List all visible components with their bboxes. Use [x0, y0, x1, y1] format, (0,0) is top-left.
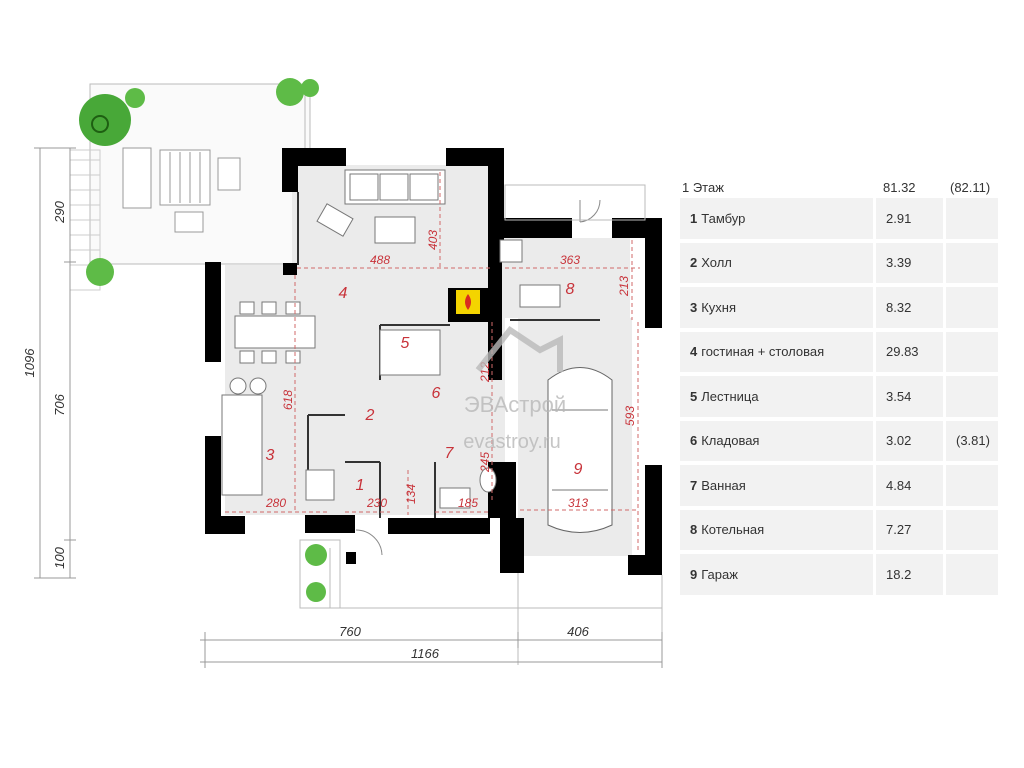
room-area-ext: (3.81)	[946, 420, 998, 461]
room-area: 4.84	[876, 465, 943, 506]
dim-313: 313	[568, 496, 588, 510]
room-number: 1	[356, 477, 365, 494]
dim-185: 185	[458, 496, 478, 510]
dim-bottom: 100	[52, 546, 67, 568]
room-name: Ванная	[701, 477, 746, 493]
room-name: Кладовая	[701, 433, 760, 449]
room-name: Котельная	[701, 522, 765, 538]
dim-right-width: 406	[567, 624, 589, 639]
room-area: 3.39	[876, 242, 943, 283]
room-number: 9	[574, 461, 583, 478]
room-area: 29.83	[876, 331, 943, 372]
dim-488: 488	[370, 253, 390, 267]
floor-total-ext: (82.11)	[950, 179, 991, 195]
area-table-header: 1 Этаж 81.32 (82.11)	[680, 176, 1003, 198]
dim-363: 363	[560, 253, 580, 267]
dim-280: 280	[265, 496, 286, 510]
fireplace-icon	[456, 290, 480, 314]
room-area-ext	[946, 242, 998, 283]
room-area: 2.91	[876, 198, 943, 239]
dim-245: 245	[478, 452, 492, 473]
room-number: 3	[266, 447, 275, 464]
watermark-site: evastroy.ru	[463, 431, 560, 453]
dim-230: 230	[366, 496, 387, 510]
room-num: 7	[690, 477, 698, 493]
room-area: 3.02	[876, 420, 943, 461]
room-num: 8	[690, 522, 698, 538]
room-area-ext	[946, 331, 998, 372]
room-area-ext	[946, 554, 998, 595]
dim-213: 213	[617, 276, 631, 297]
room-area: 8.32	[876, 287, 943, 328]
room-num: 3	[690, 299, 698, 315]
watermark-brand: ЭВАстрой	[464, 392, 566, 417]
room-num: 6	[690, 433, 698, 449]
room-area-ext	[946, 465, 998, 506]
dimension-lines	[34, 147, 663, 668]
dim-593: 593	[623, 406, 637, 426]
room-area-ext	[946, 376, 998, 417]
dim-top: 290	[52, 200, 67, 223]
room-num: 2	[690, 255, 698, 271]
walls	[205, 148, 662, 575]
room-name: Лестница	[701, 388, 759, 404]
room-area: 7.27	[876, 509, 943, 550]
room-area-ext	[946, 198, 998, 239]
room-num: 5	[690, 388, 698, 404]
room-name: Холл	[701, 255, 732, 271]
room-num: 1	[690, 210, 698, 226]
room-number: 2	[365, 407, 375, 424]
room-name: Тамбур	[701, 210, 746, 226]
room-area: 18.2	[876, 554, 943, 595]
dim-618: 618	[281, 390, 295, 410]
room-area-ext	[946, 509, 998, 550]
room-number: 4	[339, 285, 348, 302]
dim-left-width: 760	[339, 624, 361, 639]
watermark-logo: ЭВАстрой evastroy.ru	[463, 325, 566, 453]
room-num: 4	[690, 344, 698, 360]
room-number: 7	[445, 445, 455, 462]
dim-134: 134	[404, 484, 418, 504]
room-name: Кухня	[701, 299, 737, 315]
room-num: 9	[690, 566, 698, 582]
room-name: Гараж	[701, 566, 738, 582]
floor-plan: 1096 290 706 100 760 406 1166 488 403 36…	[22, 78, 663, 668]
furniture	[221, 169, 613, 556]
room-name: гостиная + столовая	[701, 344, 825, 360]
room-area-ext	[946, 287, 998, 328]
room-number: 5	[401, 335, 410, 352]
room-area: 3.54	[876, 376, 943, 417]
room-number: 8	[566, 281, 575, 298]
dim-total-width: 1166	[411, 646, 440, 661]
dim-403: 403	[426, 230, 440, 250]
floor-label: 1 Этаж	[682, 179, 724, 195]
dim-total-height: 1096	[22, 348, 37, 378]
dim-mid: 706	[52, 393, 67, 415]
room-number: 6	[432, 385, 441, 402]
floor-total: 81.32	[883, 179, 916, 195]
